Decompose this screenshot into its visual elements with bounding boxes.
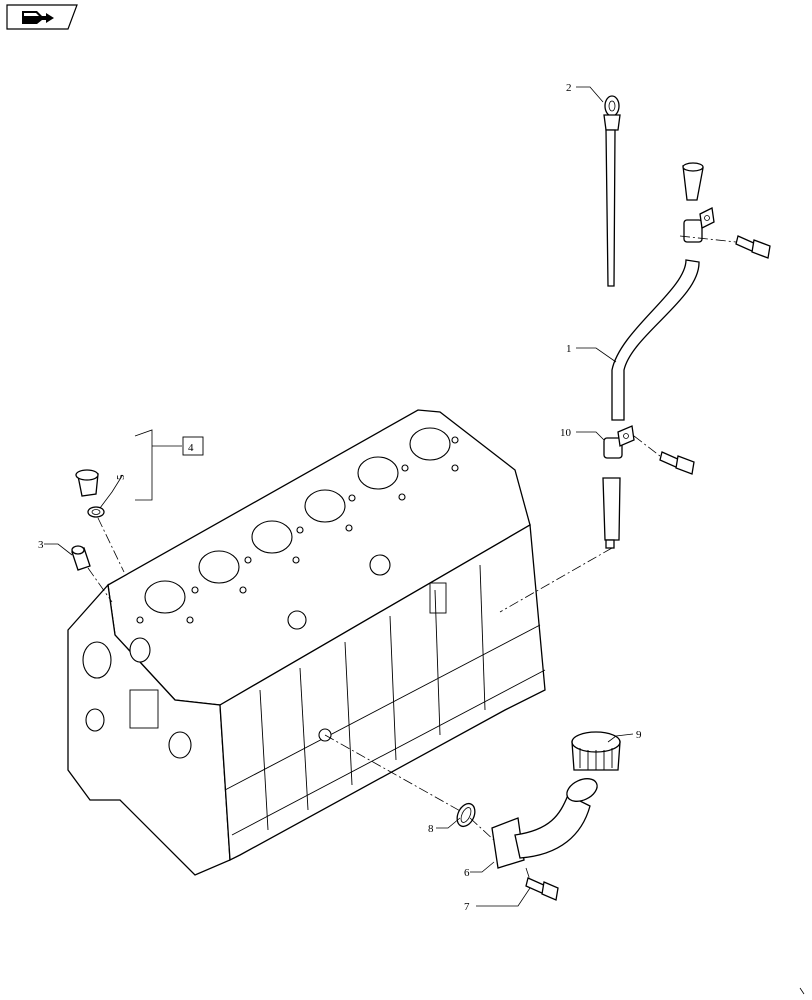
callout-9: 9 — [636, 729, 642, 741]
callout-2: 2 — [566, 82, 572, 94]
dipstick-tube[interactable] — [602, 162, 704, 549]
callout-10: 10 — [560, 427, 572, 439]
callout-6: 6 — [464, 867, 470, 879]
engine-block — [67, 409, 546, 876]
callout-3: 3 — [38, 539, 44, 551]
assembly-center-lines — [87, 235, 737, 881]
tube-clamp-lower[interactable] — [603, 425, 635, 459]
clamp-bolt-lower[interactable] — [659, 451, 695, 475]
book-arrow-icon — [6, 4, 78, 30]
oil-filler-tube[interactable] — [491, 774, 601, 869]
oil-filler-cap[interactable] — [571, 731, 621, 771]
group-bracket — [134, 429, 204, 501]
plug[interactable] — [71, 545, 91, 571]
tube-clamp-upper[interactable] — [683, 207, 715, 243]
o-ring[interactable] — [454, 801, 479, 830]
callout-4: 4 — [188, 442, 194, 454]
clamp-bolt-upper[interactable] — [735, 235, 771, 259]
plug-with-washer[interactable] — [75, 469, 105, 518]
callout-1: 1 — [566, 343, 572, 355]
callout-leaders — [44, 86, 634, 907]
book-nav-button[interactable] — [6, 4, 78, 30]
callout-7: 7 — [464, 901, 470, 913]
dipstick[interactable] — [603, 95, 621, 287]
filler-tube-bolt[interactable] — [525, 877, 559, 901]
callout-8: 8 — [428, 823, 434, 835]
corner-mark — [799, 987, 805, 995]
callout-5: 5 — [115, 474, 127, 480]
